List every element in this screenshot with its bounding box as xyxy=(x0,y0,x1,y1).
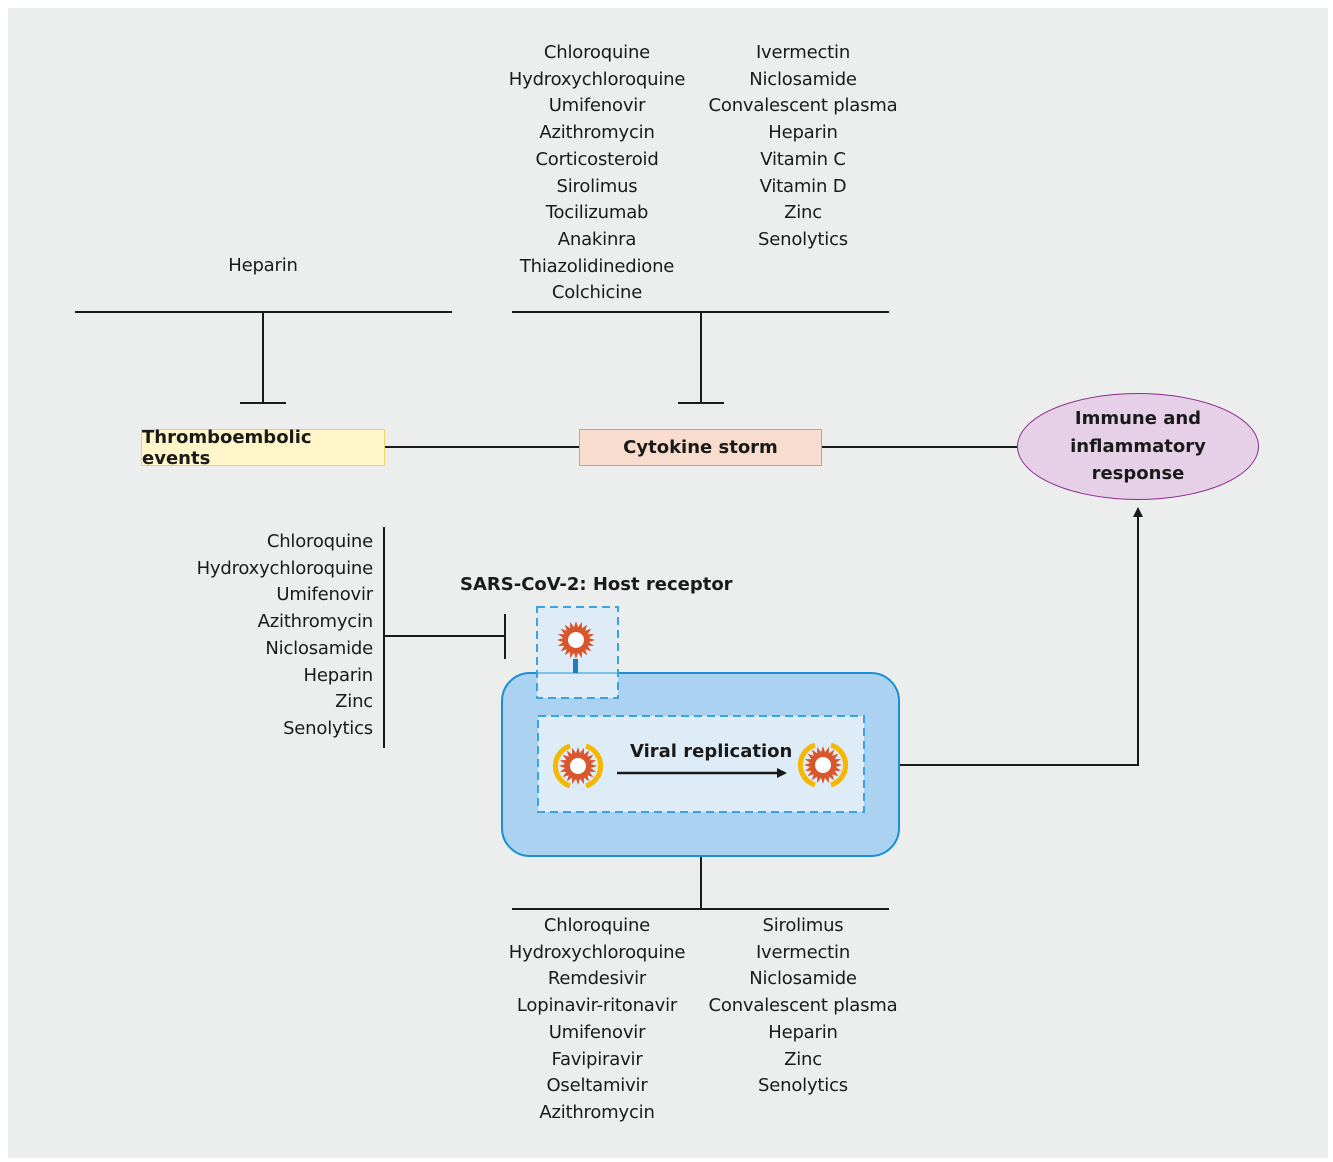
drug-item: Hydroxychloroquine xyxy=(508,68,686,90)
drug-item: Oseltamivir xyxy=(546,1075,648,1097)
immune-label-line-1: Immune and xyxy=(1074,408,1202,430)
receptor-box xyxy=(536,606,619,699)
drug-item: Zinc xyxy=(784,1048,822,1070)
drug-item: Senolytics xyxy=(758,228,848,250)
drug-item: Niclosamide xyxy=(749,968,857,990)
drug-item: Heparin xyxy=(228,255,298,276)
drug-item: Senolytics xyxy=(283,717,373,739)
drug-item: Sirolimus xyxy=(762,915,844,936)
drug-item: Colchicine xyxy=(551,282,643,304)
drug-item: Ivermectin xyxy=(755,941,851,963)
cytokine-storm-label: Cytokine storm xyxy=(623,437,778,458)
immune-label-line-3: response xyxy=(1091,463,1185,485)
cytokine-storm-node: Cytokine storm xyxy=(579,429,822,466)
thromboembolic-drug-list: Heparin xyxy=(163,253,363,280)
drug-item: Zinc xyxy=(784,202,822,224)
viral-replication-label: Viral replication xyxy=(630,741,793,762)
host-receptor-label: SARS-CoV-2: Host receptor xyxy=(460,574,733,595)
diagram-background xyxy=(8,8,1328,1158)
virus-at-receptor-icon xyxy=(557,621,595,659)
thromboembolic-events-node: Thromboembolic events xyxy=(141,426,385,469)
drug-item: Favipiravir xyxy=(551,1048,643,1070)
drug-item: Azithromycin xyxy=(539,122,655,144)
thromboembolic-label: Thromboembolic events xyxy=(142,426,312,469)
drug-item: Heparin xyxy=(768,122,838,144)
virus-progeny-icon xyxy=(797,742,849,788)
drug-item: Azithromycin xyxy=(539,1101,655,1123)
drug-item: Azithromycin xyxy=(257,611,374,633)
drug-item: Tocilizumab xyxy=(545,202,649,224)
virus-entry-icon xyxy=(552,743,604,789)
drug-item: Heparin xyxy=(768,1021,838,1043)
drug-item: Vitamin D xyxy=(759,175,847,197)
immune-response-node: Immune and inflammatory response xyxy=(1017,393,1259,500)
drug-item: Umifenovir xyxy=(548,95,646,117)
drug-item: Hydroxychloroquine xyxy=(196,557,374,579)
drug-item: Chloroquine xyxy=(543,42,651,63)
drug-item: Umifenovir xyxy=(548,1021,646,1043)
immune-label-line-2: inflammatory xyxy=(1070,435,1206,457)
drug-item: Senolytics xyxy=(758,1075,848,1097)
host-receptor-stalk xyxy=(573,659,578,673)
drug-item: Hydroxychloroquine xyxy=(508,941,686,963)
drug-item: Convalescent plasma xyxy=(708,95,898,117)
drug-item: Vitamin C xyxy=(760,148,846,170)
drug-item: Chloroquine xyxy=(543,915,651,936)
cell-to-immune-arrow xyxy=(899,507,1143,766)
drug-item: Niclosamide xyxy=(265,637,373,659)
drug-item: Ivermectin xyxy=(755,42,851,63)
drug-item: Zinc xyxy=(335,691,373,713)
drug-item: Lopinavir-ritonavir xyxy=(516,995,678,1017)
drug-item: Thiazolidinedione xyxy=(519,255,675,277)
drug-item: Anakinra xyxy=(557,228,637,250)
drug-item: Corticosteroid xyxy=(535,148,659,170)
drug-item: Remdesivir xyxy=(547,968,647,990)
drug-item: Niclosamide xyxy=(749,68,857,90)
drug-item: Heparin xyxy=(303,664,374,686)
drug-item: Chloroquine xyxy=(266,531,373,552)
drug-item: Convalescent plasma xyxy=(708,995,898,1017)
drug-item: Sirolimus xyxy=(556,175,638,197)
drug-item: Umifenovir xyxy=(276,584,373,606)
